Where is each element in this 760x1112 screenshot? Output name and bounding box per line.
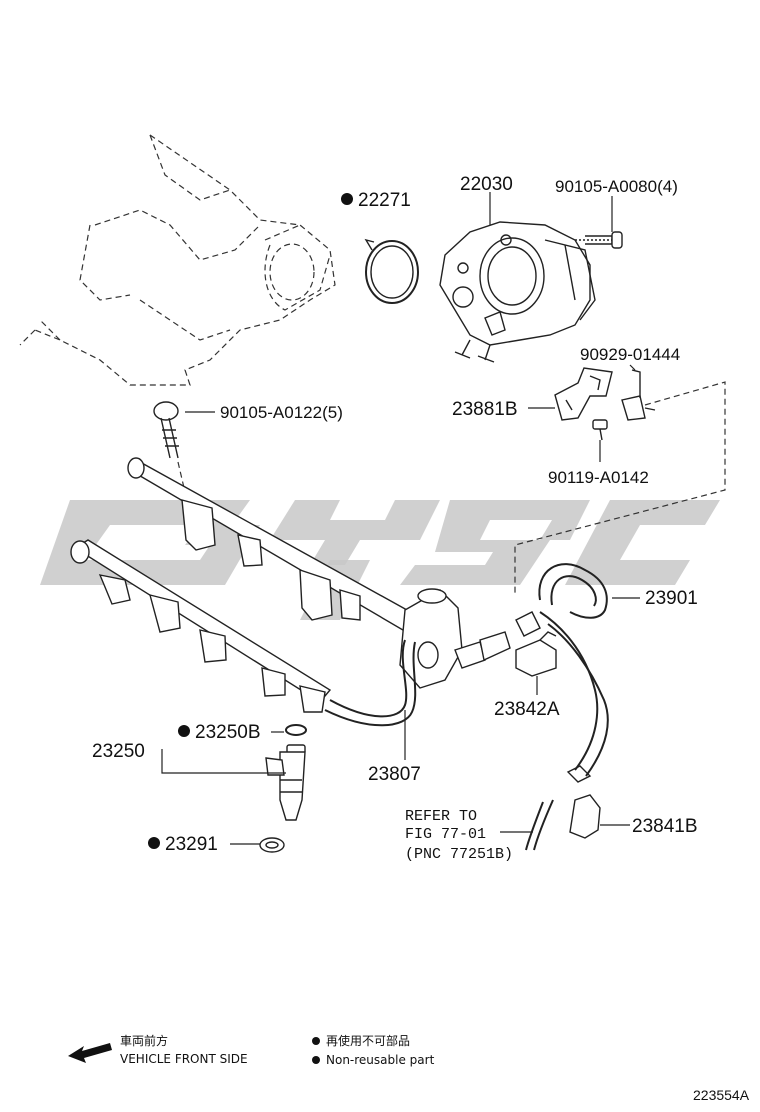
ref-outline-upper — [514, 381, 726, 595]
label-22030: 22030 — [460, 174, 513, 195]
nonreuse-bullet — [148, 837, 160, 849]
reference-note: REFER TO FIG 77-01 (PNC 77251B) — [405, 808, 513, 863]
label-23901: 23901 — [645, 588, 698, 609]
connector-23841b — [525, 765, 601, 851]
legend-bullet-icon — [312, 1037, 320, 1045]
connector-23842a — [515, 631, 557, 677]
gasket-22271 — [364, 238, 419, 304]
o-ring-23250b — [285, 724, 307, 736]
legend: 車両前方 VEHICLE FRONT SIDE 再使用不可部品 Non-reus… — [68, 1033, 435, 1067]
ref-line-1: REFER TO — [405, 808, 477, 825]
label-90105-a0080: 90105-A0080(4) — [555, 177, 678, 196]
throttle-body-22030 — [439, 221, 596, 363]
bolt-90119-a0142 — [592, 419, 608, 441]
label-23807: 23807 — [368, 764, 421, 785]
fuel-pipe-23807 — [324, 639, 417, 727]
fuel-delivery-pipe-upper — [127, 457, 426, 642]
ref-line-3: (PNC 77251B) — [405, 846, 513, 863]
label-90105-a0122: 90105-A0122(5) — [220, 403, 343, 422]
pulsation-damper — [399, 588, 511, 689]
label-23250: 23250 — [92, 741, 145, 762]
fuel-hose-23901 — [515, 563, 609, 777]
nonreuse-bullet — [341, 193, 353, 205]
legend-front-jp: 車両前方 — [120, 1033, 168, 1048]
legend-nonreuse-jp: 再使用不可部品 — [326, 1033, 410, 1048]
fuel-delivery-pipe-lower — [70, 539, 332, 713]
label-23842a: 23842A — [494, 699, 560, 720]
nonreuse-bullet — [178, 725, 190, 737]
bolt-90105-a0122 — [153, 401, 189, 506]
legend-bullet-icon — [312, 1056, 320, 1064]
intake-manifold-outline — [19, 134, 336, 386]
label-90119-a0142: 90119-A0142 — [548, 468, 649, 487]
part-labels: 22271 22030 90105-A0080(4) 90929-01444 2… — [92, 174, 698, 855]
ref-line-2: FIG 77-01 — [405, 826, 486, 843]
label-23881b: 23881B — [452, 399, 518, 420]
legend-nonreuse-en: Non-reusable part — [326, 1053, 435, 1067]
bolt-90105-a0080 — [575, 231, 623, 249]
label-22271: 22271 — [358, 190, 411, 211]
illustration-code: 223554A — [693, 1087, 750, 1103]
insulator-23291 — [259, 837, 285, 853]
label-90929-01444: 90929-01444 — [580, 345, 680, 364]
leader-lines — [161, 192, 640, 845]
clamp-90929-01444 — [621, 369, 656, 421]
label-23250b: 23250B — [195, 722, 261, 743]
bracket-23881b — [554, 367, 613, 421]
label-23841b: 23841B — [632, 816, 698, 837]
front-arrow-icon — [68, 1043, 112, 1063]
legend-front-en: VEHICLE FRONT SIDE — [120, 1052, 248, 1066]
fuel-injector-23250 — [265, 744, 306, 821]
label-23291: 23291 — [165, 834, 218, 855]
